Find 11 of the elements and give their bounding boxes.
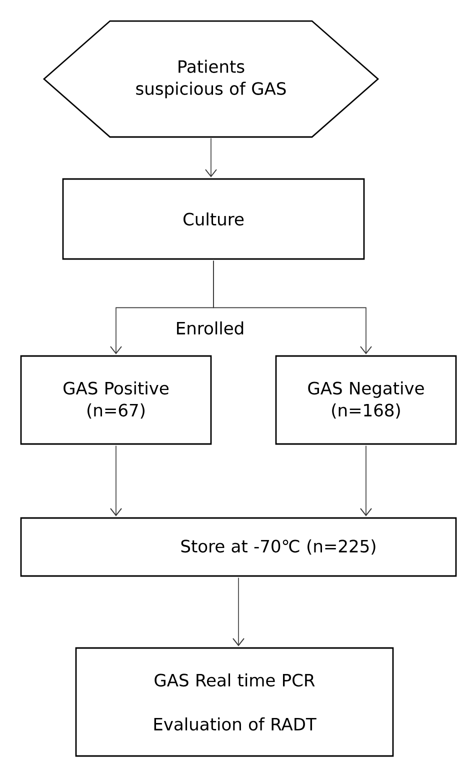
- branch-label: Enrolled: [177, 321, 244, 335]
- output-box: GAS Real time PCR Evaluation of RADT: [75, 647, 394, 757]
- storage-box: Store at -70℃ (n=225): [20, 517, 457, 577]
- arrow: [213, 260, 372, 354]
- result-box: GAS Positive (n=67): [20, 355, 212, 445]
- arrow: [110, 445, 122, 516]
- result-box: GAS Negative (n=168): [275, 355, 457, 445]
- arrow: [205, 138, 217, 178]
- process-box: Culture: [62, 178, 365, 260]
- arrow: [360, 445, 372, 516]
- arrow: [232, 577, 244, 646]
